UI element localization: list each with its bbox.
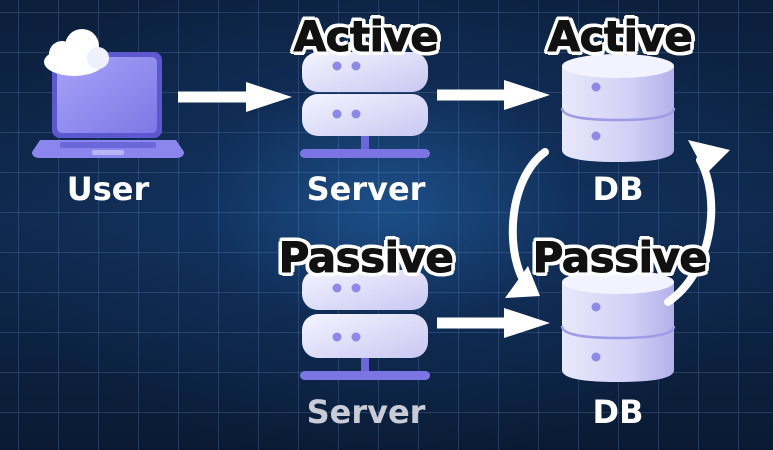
arrow-server-to-db-passive: [437, 308, 550, 338]
active-server-label: Server: [306, 170, 426, 208]
cloud-icon: [44, 29, 109, 76]
active-db-icon: [560, 54, 676, 162]
passive-server-icon: [300, 270, 430, 380]
laptop-cloud-icon: [32, 29, 184, 158]
active-db-label: DB: [592, 170, 644, 208]
passive-db-status: Passive: [532, 233, 708, 283]
arrow-user-to-server: [178, 82, 292, 112]
user-label: User: [66, 170, 150, 208]
replication-arrow-left: [505, 148, 549, 298]
active-server-icon: [300, 52, 430, 158]
passive-db-label: DB: [592, 393, 644, 431]
active-db-status: Active: [547, 12, 693, 62]
replication-arrow-right: [664, 140, 730, 306]
arrow-server-to-db-active: [437, 80, 550, 110]
active-server-status: Active: [293, 12, 439, 62]
passive-server-label: Server: [306, 393, 426, 431]
passive-server-status: Passive: [278, 233, 454, 283]
passive-db-icon: [560, 270, 676, 382]
